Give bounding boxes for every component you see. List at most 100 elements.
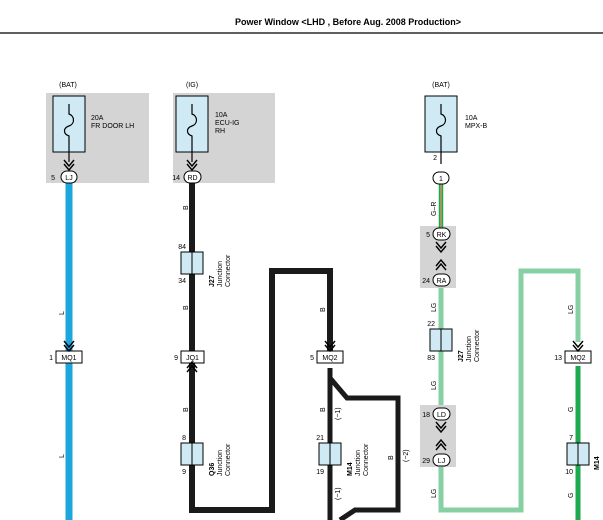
fuse-source: (BAT) xyxy=(59,82,77,89)
fuse-rating: 10A xyxy=(215,112,228,119)
fuse-mpx-b: (BAT) 10A MPX-B xyxy=(424,82,488,153)
wire-label: B xyxy=(183,205,190,210)
chevron-down-icon xyxy=(324,340,336,353)
wire-label: LG xyxy=(431,303,438,312)
pin-label: 84 xyxy=(178,244,186,251)
wire-label: B xyxy=(183,305,190,310)
connector-label: MQ2 xyxy=(570,355,585,362)
junction-text: Junction xyxy=(466,336,473,362)
chevrons xyxy=(63,159,584,451)
fuse-element-icon xyxy=(186,104,198,152)
label-j27-left: J27 Junction Connector xyxy=(209,254,232,287)
connector-label: MQ2 xyxy=(322,355,337,362)
connector-ld: LD 18 xyxy=(422,407,451,421)
connector-label: JQ1 xyxy=(186,355,199,362)
pin-label: 13 xyxy=(554,355,562,362)
pin-label: 2 xyxy=(433,155,437,162)
junction-text: Junction xyxy=(355,450,362,476)
chevron-down-icon xyxy=(572,340,584,353)
wire-black-b xyxy=(189,183,333,513)
pin-label: 5 xyxy=(426,232,430,239)
junction-id: J27 xyxy=(458,350,465,362)
pin-label: 19 xyxy=(316,469,324,476)
label-m14-right: M14 xyxy=(594,456,601,470)
wire-label: G–R xyxy=(431,202,438,216)
connector-label: LJ xyxy=(65,175,72,182)
label-q36: Q36 Junction Connector xyxy=(209,443,232,476)
fuse-rating: 10A xyxy=(465,115,478,122)
connector-label: RA xyxy=(437,278,447,285)
wire-label: G xyxy=(568,407,575,412)
pin-label: 83 xyxy=(427,355,435,362)
connector-lj-2: LJ 29 xyxy=(422,453,451,467)
pin-label: 24 xyxy=(422,278,430,285)
pin-label: 1 xyxy=(49,355,53,362)
pin-label: 18 xyxy=(422,412,430,419)
connector-label: RK xyxy=(437,232,447,239)
fuse-name: MPX-B xyxy=(465,123,488,130)
junction-text: Junction xyxy=(217,450,224,476)
pin-label: 5 xyxy=(51,175,55,182)
pin-label: 10 xyxy=(565,469,573,476)
pin-label: 22 xyxy=(427,321,435,328)
pin-label: 34 xyxy=(178,278,186,285)
connector-label: LD xyxy=(437,412,446,419)
fuse-element-icon xyxy=(435,104,447,152)
fuse-name: FR DOOR LH xyxy=(91,123,134,130)
chevron-down-icon xyxy=(186,159,198,172)
chevron-up-icon xyxy=(435,258,447,271)
pin-label: 29 xyxy=(422,458,430,465)
wire-circuit-label: (−1) xyxy=(335,407,342,420)
fuse-source: (IG) xyxy=(186,82,198,89)
wire-label: B xyxy=(183,407,190,412)
junction-id: M14 xyxy=(594,456,601,470)
wire-label: LG xyxy=(431,489,438,498)
connector-jq1: JQ1 9 xyxy=(174,350,205,364)
pin-label: 7 xyxy=(569,435,573,442)
pin-label: 8 xyxy=(182,435,186,442)
junction-j27-left: 84 34 xyxy=(178,244,204,285)
connector-mpx-1: 1 2 xyxy=(432,155,450,185)
label-m14: M14 Junction Connector xyxy=(347,443,370,476)
wire-labels: L L B B B B B B G–R LG LG LG LG G G (−1)… xyxy=(59,202,575,500)
connector-rd: RD 14 xyxy=(172,170,202,184)
chevron-down-icon xyxy=(63,159,75,172)
pin-label: 9 xyxy=(174,355,178,362)
pin-label: 21 xyxy=(316,435,324,442)
connector-mq2: MQ2 5 xyxy=(310,350,344,364)
junction-text: Connector xyxy=(225,443,232,476)
chevron-down-icon xyxy=(63,340,75,353)
connector-mq2-right: MQ2 13 xyxy=(554,350,592,364)
wire-label: B xyxy=(320,407,327,412)
junction-m14: 21 19 xyxy=(316,435,342,476)
pin-label: 5 xyxy=(310,355,314,362)
wire-label: LG xyxy=(568,305,575,314)
junction-text: Connector xyxy=(225,254,232,287)
fuse-source: (BAT) xyxy=(432,82,450,89)
connector-label: RD xyxy=(187,175,197,182)
junction-text: Connector xyxy=(474,329,481,362)
chevron-up-icon xyxy=(186,360,198,373)
wire-label: L xyxy=(59,454,66,458)
wire-lg-loop xyxy=(438,268,581,513)
connector-label: 1 xyxy=(439,176,443,183)
wire-circuit-label: (−2) xyxy=(403,449,410,462)
wire-label: G xyxy=(568,493,575,498)
wire-label: B xyxy=(388,455,395,460)
fuse-name: ECU-IG xyxy=(215,120,240,127)
wire-label: B xyxy=(320,307,327,312)
connector-label: LJ xyxy=(438,458,445,465)
wire-circuit-label: (−1) xyxy=(335,487,342,500)
wire-label: L xyxy=(59,311,66,315)
fuse-ecu-ig-rh: (IG) 10A ECU-IG RH xyxy=(175,82,240,153)
junction-id: J27 xyxy=(209,275,216,287)
junction-id: M14 xyxy=(347,462,354,476)
pin-label: 9 xyxy=(182,469,186,476)
junction-j27-right: 22 83 xyxy=(427,321,453,362)
pin-label: 14 xyxy=(172,175,180,182)
junction-text: Connector xyxy=(363,443,370,476)
fuse-rating: 20A xyxy=(91,115,104,122)
page-title: Power Window <LHD , Before Aug. 2008 Pro… xyxy=(235,17,461,27)
connector-ra: RA 24 xyxy=(422,273,451,287)
